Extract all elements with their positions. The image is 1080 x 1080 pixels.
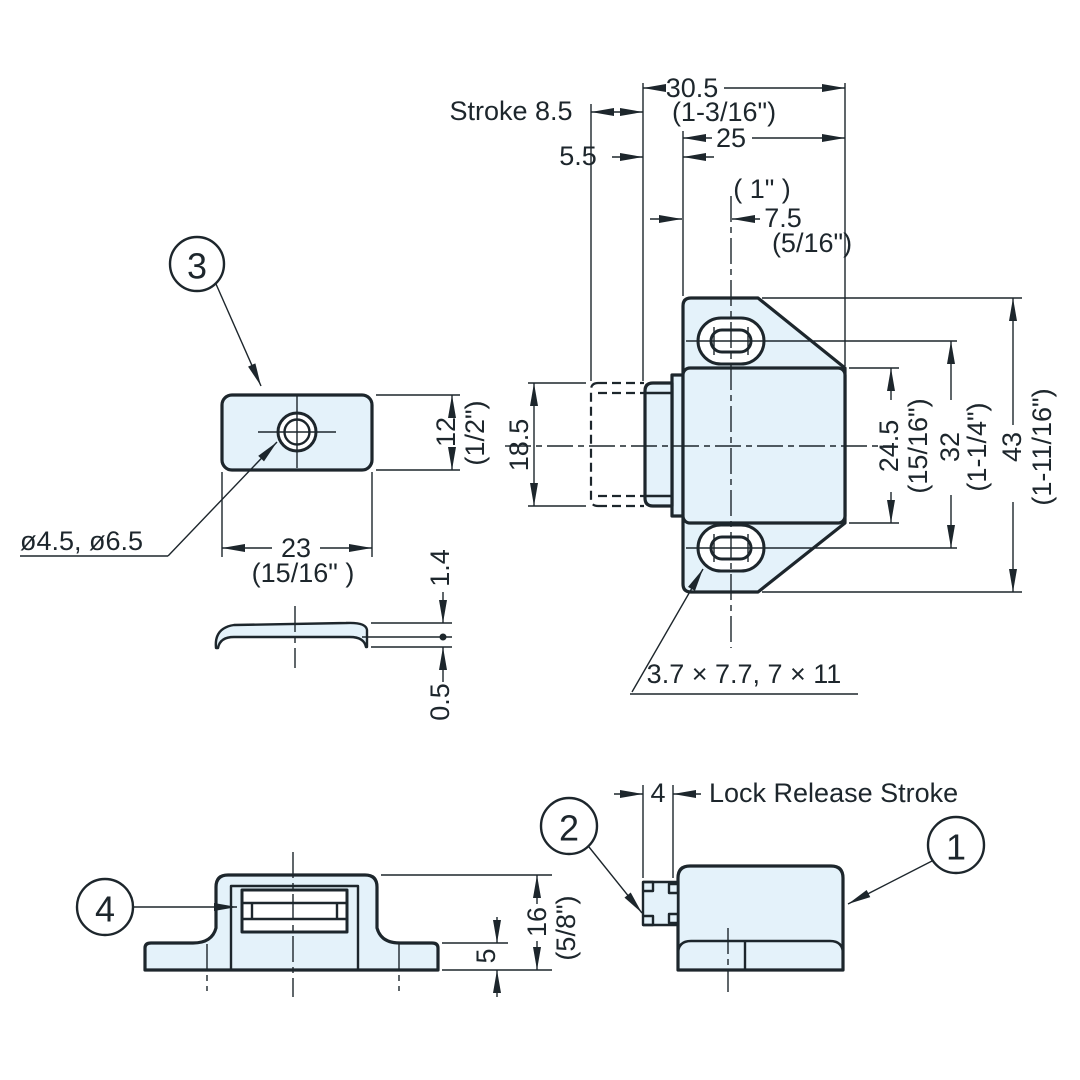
dim-socket-height-in: (5/8") [551, 895, 581, 960]
strike-plate-view: 12 (1/2") 23 (15/16" ) ø4.5, ø6.5 [20, 393, 490, 588]
balloon-2 [539, 796, 599, 856]
dim-case-height-in: (15/16") [903, 398, 933, 493]
catch-body-side [676, 864, 845, 972]
dim-plate-lip-mm: 0.5 [425, 683, 455, 721]
main-front-view: Stroke 8.5 30.5 (1-3/16") 5.5 25 ( 1" ) … [449, 73, 1057, 695]
plate-hole-note: ø4.5, ø6.5 [20, 526, 143, 556]
balloon-callouts: 3 4 2 1 [75, 235, 986, 937]
dim-head-height-mm: 18.5 [504, 419, 534, 472]
slot-size-note: 3.7 × 7.7, 7 × 11 [647, 659, 842, 689]
dim-socket-flange-mm: 5 [471, 948, 501, 963]
dim-total-height-mm: 43 [997, 432, 1027, 462]
balloon-2-label: 2 [559, 808, 579, 849]
dim-total-height-in: (1-11/16") [1027, 388, 1057, 505]
dim-plate-width-in: (15/16" ) [252, 558, 355, 588]
dim-plate-height-in: (1/2") [460, 400, 490, 465]
strike-plate-side-view: 1.4 0.5 [214, 549, 455, 721]
dim-release-mm: 4 [650, 778, 665, 808]
dim-plate-width-mm: 23 [281, 533, 311, 563]
dim-width-mm: 30.5 [666, 73, 719, 103]
catch-side-view: 4 Lock Release Stroke [614, 778, 958, 992]
dim-case-height-mm: 24.5 [874, 420, 904, 473]
balloon-4 [75, 877, 135, 937]
dim-plate-thickness-mm: 1.4 [425, 549, 455, 587]
lock-release-label: Lock Release Stroke [709, 778, 958, 808]
socket-section-view: 16 (5/8") 5 [143, 852, 581, 997]
balloon-3 [168, 235, 226, 293]
magnet-assembly [240, 888, 349, 934]
dim-case-width-in: ( 1" ) [733, 174, 791, 204]
dim-slot-pitch-in: (1-1/4") [962, 402, 992, 491]
stroke-label: Stroke 8.5 [449, 96, 572, 126]
dim-plate-height-mm: 12 [431, 417, 461, 447]
dim-width-in: (1-3/16") [672, 97, 776, 127]
dim-slot-offset-mm: 7.5 [764, 203, 802, 233]
balloon-4-label: 4 [95, 889, 115, 930]
dim-slot-pitch-mm: 32 [935, 432, 965, 462]
balloon-3-label: 3 [187, 246, 207, 287]
plate-profile [214, 621, 369, 650]
balloon-1-label: 1 [946, 827, 966, 868]
plunger [641, 880, 680, 927]
latch-head [643, 381, 674, 508]
dim-gap-mm: 5.5 [559, 141, 597, 171]
balloon-1 [926, 815, 986, 875]
dim-slot-offset-in: (5/16") [772, 228, 852, 258]
dim-socket-height-mm: 16 [522, 907, 552, 937]
dim-case-width-mm: 25 [716, 123, 746, 153]
